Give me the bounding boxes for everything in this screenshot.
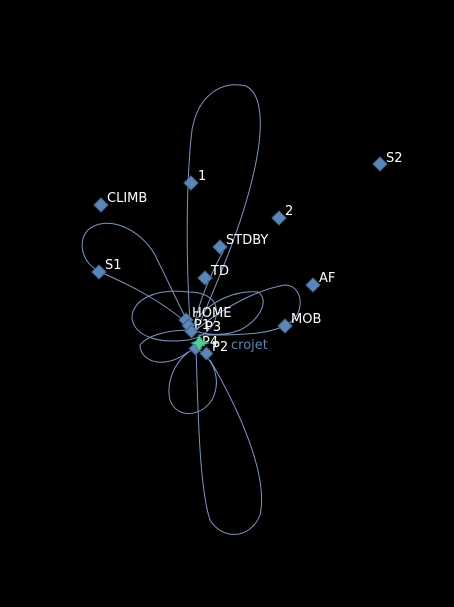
waypoint-label: S1 <box>105 258 122 273</box>
track-curve-right-small <box>195 291 264 335</box>
waypoint-marker-icon[interactable] <box>199 346 214 361</box>
track-loop-southwest <box>168 347 217 414</box>
waypoint-marker-icon[interactable] <box>197 270 213 286</box>
waypoint-marker-icon[interactable] <box>277 318 293 334</box>
waypoint-marker-icon[interactable] <box>183 175 199 191</box>
track-circle-home <box>131 290 217 342</box>
waypoint-s1[interactable]: S1 <box>91 258 122 280</box>
waypoint-1[interactable]: 1 <box>183 169 206 191</box>
waypoint-label: MOB <box>291 312 321 327</box>
waypoint-label: P4 <box>202 335 218 350</box>
track-loop-west-small <box>139 329 191 363</box>
waypoint-p2[interactable]: P2 <box>199 340 228 361</box>
waypoint-af[interactable]: AF <box>305 271 335 293</box>
waypoint-marker-icon[interactable] <box>93 197 109 213</box>
waypoint-marker-icon[interactable] <box>91 264 107 280</box>
waypoint-stdby[interactable]: STDBY <box>212 233 268 255</box>
waypoint-label: TD <box>210 264 229 279</box>
aircraft-label: crojet <box>231 338 268 353</box>
flight-track <box>81 84 301 535</box>
aircraft-icon[interactable] <box>189 334 211 352</box>
track-loop-east <box>195 284 301 336</box>
waypoint-marker-icon[interactable] <box>372 156 388 172</box>
waypoint-marker-icon[interactable] <box>184 324 199 339</box>
waypoint-td[interactable]: TD <box>197 264 229 286</box>
waypoint-mob[interactable]: MOB <box>277 312 321 334</box>
aircraft-microjet[interactable]: crojet <box>189 334 268 353</box>
waypoint-label: AF <box>319 271 335 286</box>
waypoint-marker-icon[interactable] <box>271 210 287 226</box>
waypoint-p4[interactable]: P4 <box>188 335 218 356</box>
waypoint-label: CLIMB <box>107 191 147 206</box>
waypoint-label: STDBY <box>226 233 268 248</box>
waypoint-marker-icon[interactable] <box>212 239 228 255</box>
track-loop-north <box>186 84 261 331</box>
waypoint-s2[interactable]: S2 <box>372 151 403 172</box>
waypoint-label: 1 <box>198 169 206 184</box>
waypoint-label: P3 <box>205 320 221 335</box>
waypoint-label: HOME <box>192 306 231 321</box>
waypoint-climb[interactable]: CLIMB <box>93 191 147 213</box>
waypoint-p3[interactable]: P3 <box>184 320 221 339</box>
waypoint-2[interactable]: 2 <box>271 204 293 226</box>
track-loop-south <box>195 344 263 535</box>
waypoint-label: 2 <box>285 204 293 219</box>
waypoint-label: S2 <box>386 151 403 166</box>
waypoint-label: P2 <box>212 340 228 355</box>
waypoint-label: P1 <box>194 318 210 333</box>
track-loop-west <box>81 222 191 327</box>
track-curve-stdby <box>193 249 225 326</box>
waypoint-marker-icon[interactable] <box>305 277 321 293</box>
